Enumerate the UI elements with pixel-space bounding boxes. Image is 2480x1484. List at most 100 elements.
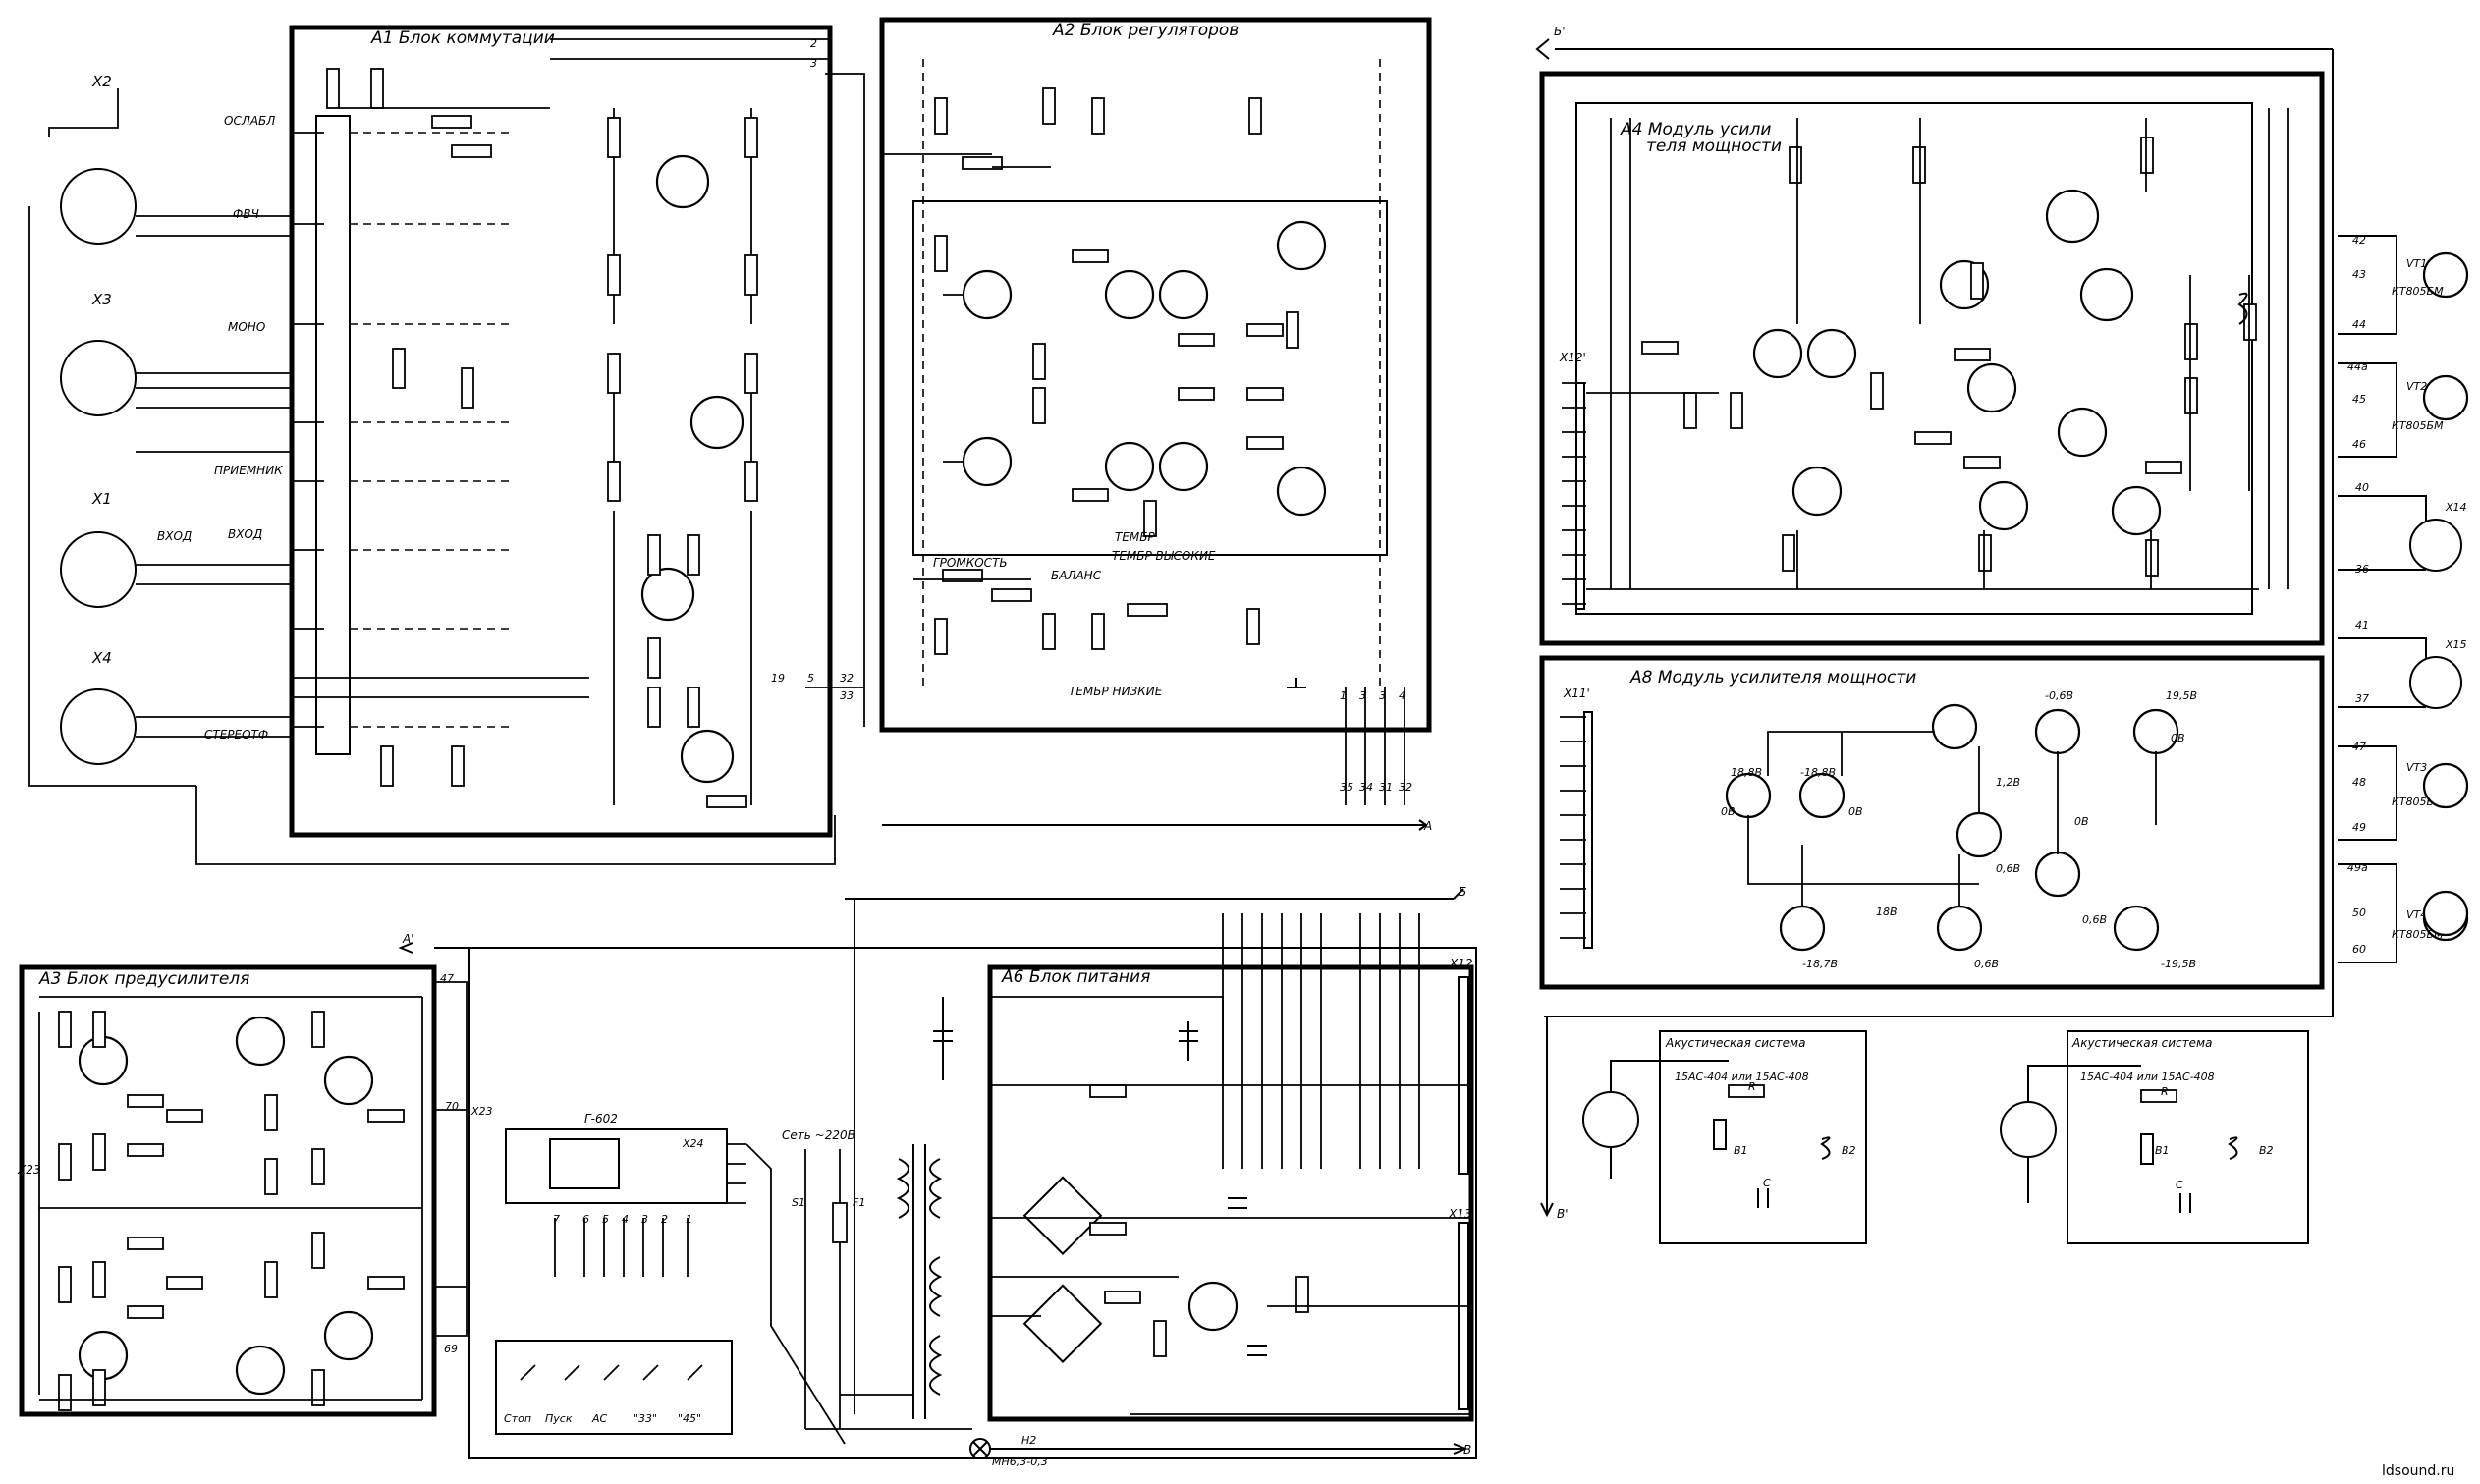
svg-text:5: 5 xyxy=(602,1213,609,1226)
connector-x14 xyxy=(2409,519,2462,572)
switch-s1-label: ОСЛАБЛ xyxy=(224,114,275,128)
svg-text:-19,5В: -19,5В xyxy=(2161,958,2196,970)
block-a6-power-supply: A6 Блок питания X12 X13 Б В xyxy=(845,885,1474,1457)
svg-text:-18,8В: -18,8В xyxy=(1800,766,1836,779)
svg-text:44: 44 xyxy=(2352,318,2366,331)
output-transistor-vt1 xyxy=(2422,251,2469,299)
svg-text:Б': Б' xyxy=(1554,25,1566,38)
svg-text:X24: X24 xyxy=(682,1137,704,1150)
svg-text:43: 43 xyxy=(2352,268,2366,281)
speaker-right-title: Акустическая система xyxy=(2071,1036,2212,1050)
svg-text:36: 36 xyxy=(2355,563,2369,576)
svg-text:0,6В: 0,6В xyxy=(1996,862,2020,875)
tape-button-45: "45" xyxy=(678,1412,701,1425)
svg-text:C: C xyxy=(2176,1179,2183,1191)
svg-text:H2: H2 xyxy=(1021,1434,1036,1447)
switch-s8-label: СТЕРЕОТФ xyxy=(204,728,268,742)
svg-text:5: 5 xyxy=(807,672,814,685)
svg-text:МН6,3-0,3: МН6,3-0,3 xyxy=(992,1456,1048,1468)
svg-text:45: 45 xyxy=(2352,393,2366,406)
watermark: ldsound.ru xyxy=(2382,1463,2454,1479)
svg-text:15АС-404 или 15АС-408: 15АС-404 или 15АС-408 xyxy=(1675,1071,1809,1083)
svg-text:6: 6 xyxy=(582,1213,589,1226)
bass-control-label: ТЕМБР НИЗКИЕ xyxy=(1069,685,1163,698)
treble-control-label: ТЕМБР ВЫСОКИЕ xyxy=(1112,549,1216,563)
speaker-left-title: Акустическая система xyxy=(1665,1036,1805,1050)
svg-text:2: 2 xyxy=(810,37,817,50)
tape-button-33: "33" xyxy=(634,1412,657,1425)
svg-text:F1: F1 xyxy=(853,1196,865,1209)
svg-text:КТ805БМ: КТ805БМ xyxy=(2392,285,2444,298)
svg-text:Б: Б xyxy=(1459,885,1466,899)
balance-control-label: БАЛАНС xyxy=(1051,569,1102,582)
svg-text:4: 4 xyxy=(622,1213,629,1226)
svg-text:48: 48 xyxy=(2352,776,2366,789)
svg-text:C: C xyxy=(1763,1177,1771,1189)
svg-text:15АС-404 или 15АС-408: 15АС-404 или 15АС-408 xyxy=(2080,1071,2215,1083)
svg-text:A': A' xyxy=(402,932,414,946)
block-a3-preamp: A3 Блок предусилителя A' X23 xyxy=(17,932,845,1417)
svg-text:70: 70 xyxy=(445,1100,459,1113)
connector-x11-label: X11' xyxy=(1563,687,1590,700)
switch-s2-label: ФВЧ xyxy=(233,207,259,221)
svg-text:32: 32 xyxy=(840,672,854,685)
svg-text:A: A xyxy=(1423,819,1432,833)
svg-text:X14: X14 xyxy=(2445,501,2467,514)
svg-text:60: 60 xyxy=(2352,943,2366,956)
mains-label: Сеть ~220В xyxy=(782,1128,855,1142)
svg-text:-0,6В: -0,6В xyxy=(2045,689,2073,702)
svg-text:19: 19 xyxy=(771,672,785,685)
svg-text:-18,7В: -18,7В xyxy=(1802,958,1838,970)
svg-text:B': B' xyxy=(1557,1207,1569,1221)
connector-x1-input-label: ВХОД xyxy=(157,529,192,543)
svg-text:18В: 18В xyxy=(1876,906,1898,918)
svg-text:47: 47 xyxy=(440,972,454,985)
output-transistor-vt2 xyxy=(2422,374,2469,421)
tape-button-as: АС xyxy=(591,1412,608,1425)
switch-s3-label: МОНО xyxy=(228,320,265,334)
timbre-label: ТЕМБР xyxy=(1115,530,1155,544)
svg-text:1,2В: 1,2В xyxy=(1996,776,2020,789)
block-a8-title: A8 Модуль усилителя мощности xyxy=(1629,668,1916,687)
block-a8-power-amp: A8 Модуль усилителя мощности X11' 18,8В … xyxy=(1539,655,2325,990)
block-a2-regulators: A2 Блок регуляторов Г xyxy=(879,17,1432,833)
svg-text:0В: 0В xyxy=(2074,815,2089,828)
connector-x2-label: X2 xyxy=(91,73,112,90)
svg-text:VT3: VT3 xyxy=(2406,761,2427,774)
speaker-system-right: Акустическая система 15АС-404 или 15АС-4… xyxy=(2000,1030,2309,1244)
block-a3-title: A3 Блок предусилителя xyxy=(38,969,249,989)
connector-x13b-label: X13 xyxy=(1448,1207,1472,1221)
speaker-system-left: Акустическая система 15АС-404 или 15АС-4… xyxy=(1582,1030,1867,1244)
svg-text:1: 1 xyxy=(1340,689,1347,702)
svg-text:В: В xyxy=(1463,1443,1471,1457)
tape-deck-panel: Г-602 7 6 5 4 3 2 1 Стоп Пуск АС "33" "4… xyxy=(468,947,1477,1459)
block-a4-power-amp: Б' A4 Модуль усили теля мощности X12' xyxy=(1535,25,2334,1017)
svg-text:3: 3 xyxy=(641,1213,648,1226)
connector-x12b-label: X12 xyxy=(1449,957,1473,970)
svg-text:R: R xyxy=(2161,1085,2169,1098)
svg-text:40: 40 xyxy=(2355,481,2369,494)
svg-text:B1: B1 xyxy=(2155,1144,2170,1157)
svg-text:S1: S1 xyxy=(792,1196,805,1209)
svg-text:B2: B2 xyxy=(2259,1144,2274,1157)
svg-text:69: 69 xyxy=(444,1343,458,1355)
connector-x4-label: X4 xyxy=(91,649,112,667)
svg-text:3: 3 xyxy=(1359,689,1366,702)
svg-text:0В: 0В xyxy=(1721,805,1736,818)
svg-text:32: 32 xyxy=(1399,781,1412,794)
connector-x3-label: X3 xyxy=(91,291,112,308)
svg-text:3: 3 xyxy=(1379,689,1386,702)
block-a4-title-line1: A4 Модуль усили xyxy=(1620,120,1771,139)
svg-text:1: 1 xyxy=(686,1213,692,1226)
svg-text:VT4: VT4 xyxy=(2406,908,2427,921)
svg-text:49а: 49а xyxy=(2347,861,2368,874)
svg-text:0В: 0В xyxy=(2171,732,2185,744)
svg-text:B1: B1 xyxy=(1734,1144,1748,1157)
connector-x4 xyxy=(60,688,137,765)
svg-text:42: 42 xyxy=(2352,234,2366,247)
output-stage: VT1 КТ805БМ 42 43 44 VT2 КТ805БМ 44а 45 … xyxy=(2338,234,2469,963)
svg-text:0,6В: 0,6В xyxy=(1974,958,1999,970)
svg-text:31: 31 xyxy=(1379,781,1393,794)
svg-text:КТ805БМ: КТ805БМ xyxy=(2392,419,2444,432)
